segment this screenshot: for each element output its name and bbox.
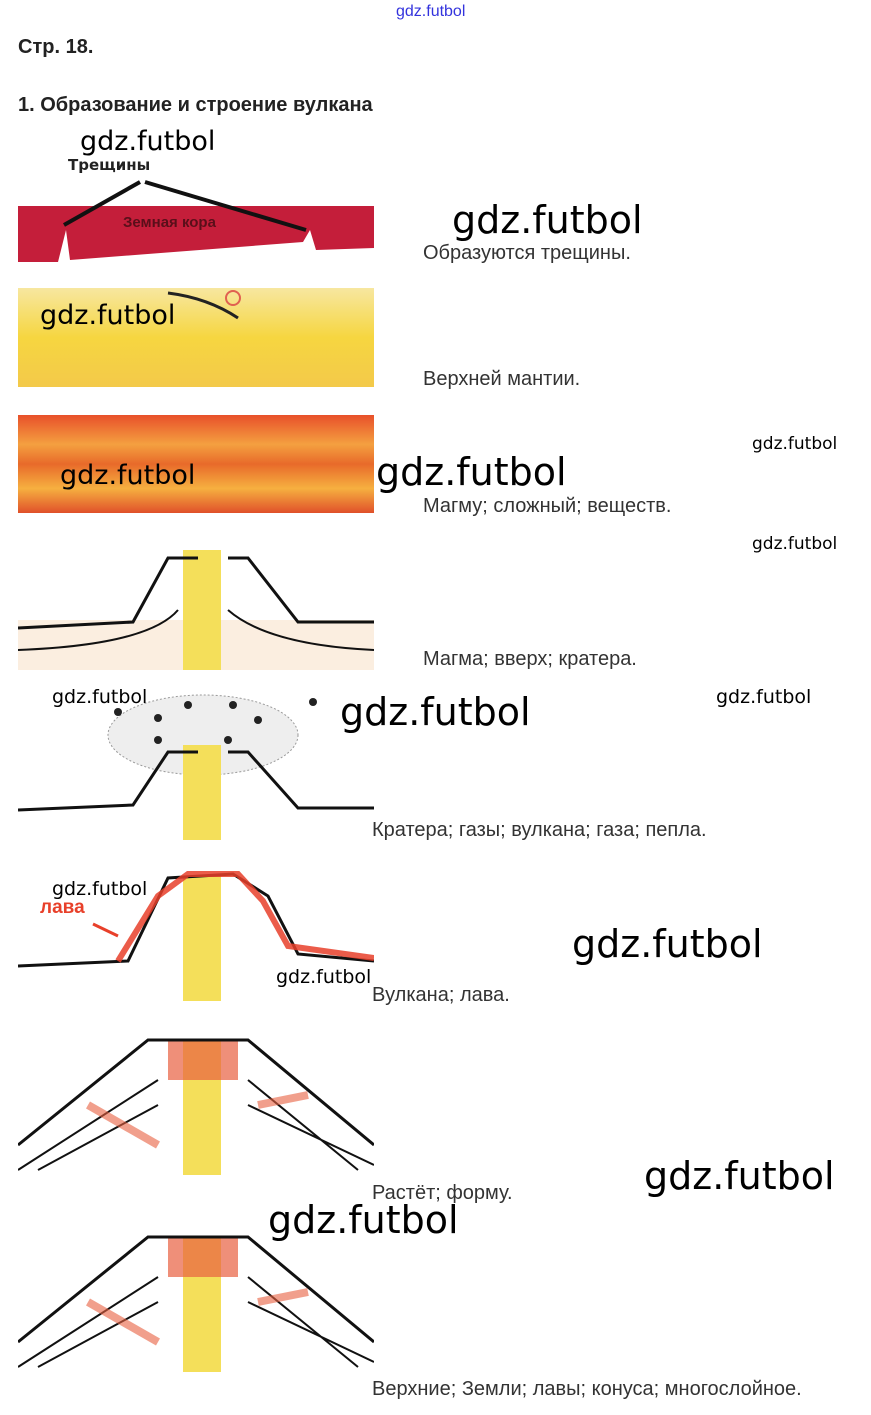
- watermark: gdz.futbol: [376, 450, 567, 494]
- watermark: gdz.futbol: [52, 878, 148, 900]
- mantle-figure: [18, 288, 374, 387]
- watermark: gdz.futbol: [268, 1198, 459, 1242]
- watermark: gdz.futbol: [452, 198, 643, 242]
- watermark: gdz.futbol: [80, 126, 216, 157]
- answer-1: Образуются трещины.: [423, 242, 631, 264]
- magma-figure: [18, 415, 374, 513]
- task-title: 1. Образование и строение вулкана: [18, 94, 373, 116]
- page-label: Стр. 18.: [18, 36, 94, 58]
- answer-3: Магму; сложный; веществ.: [423, 495, 672, 517]
- site-link[interactable]: gdz.futbol: [396, 3, 466, 20]
- watermark: gdz.futbol: [60, 460, 196, 491]
- watermark: gdz.futbol: [752, 534, 838, 554]
- layered-volcano-figure: [18, 1038, 374, 1175]
- watermark: gdz.futbol: [716, 686, 812, 708]
- cracks-label: Трещины: [68, 156, 151, 174]
- crust-figure: [18, 180, 374, 262]
- eruption-figure: [18, 694, 374, 840]
- answer-7: Растёт; форму.: [372, 1182, 513, 1204]
- answer-5: Кратера; газы; вулкана; газа; пепла.: [372, 819, 707, 841]
- watermark: gdz.futbol: [644, 1154, 835, 1198]
- answer-4: Магма; вверх; кратера.: [423, 648, 637, 670]
- watermark: gdz.futbol: [40, 300, 176, 331]
- answer-8: Верхние; Земли; лавы; конуса; многослойн…: [372, 1378, 802, 1400]
- layered-volcano-structure-figure: [18, 1235, 374, 1372]
- watermark: gdz.futbol: [752, 434, 838, 454]
- watermark: gdz.futbol: [572, 922, 763, 966]
- crust-label: Земная кора: [123, 214, 216, 231]
- watermark: gdz.futbol: [276, 966, 372, 988]
- lava-flow-figure: [18, 871, 374, 1001]
- lava-label: лава: [40, 897, 85, 918]
- answer-2: Верхней мантии.: [423, 368, 581, 390]
- answer-6: Вулкана; лава.: [372, 984, 510, 1006]
- watermark: gdz.futbol: [52, 686, 148, 708]
- watermark: gdz.futbol: [340, 690, 531, 734]
- volcano-figure: [18, 550, 374, 670]
